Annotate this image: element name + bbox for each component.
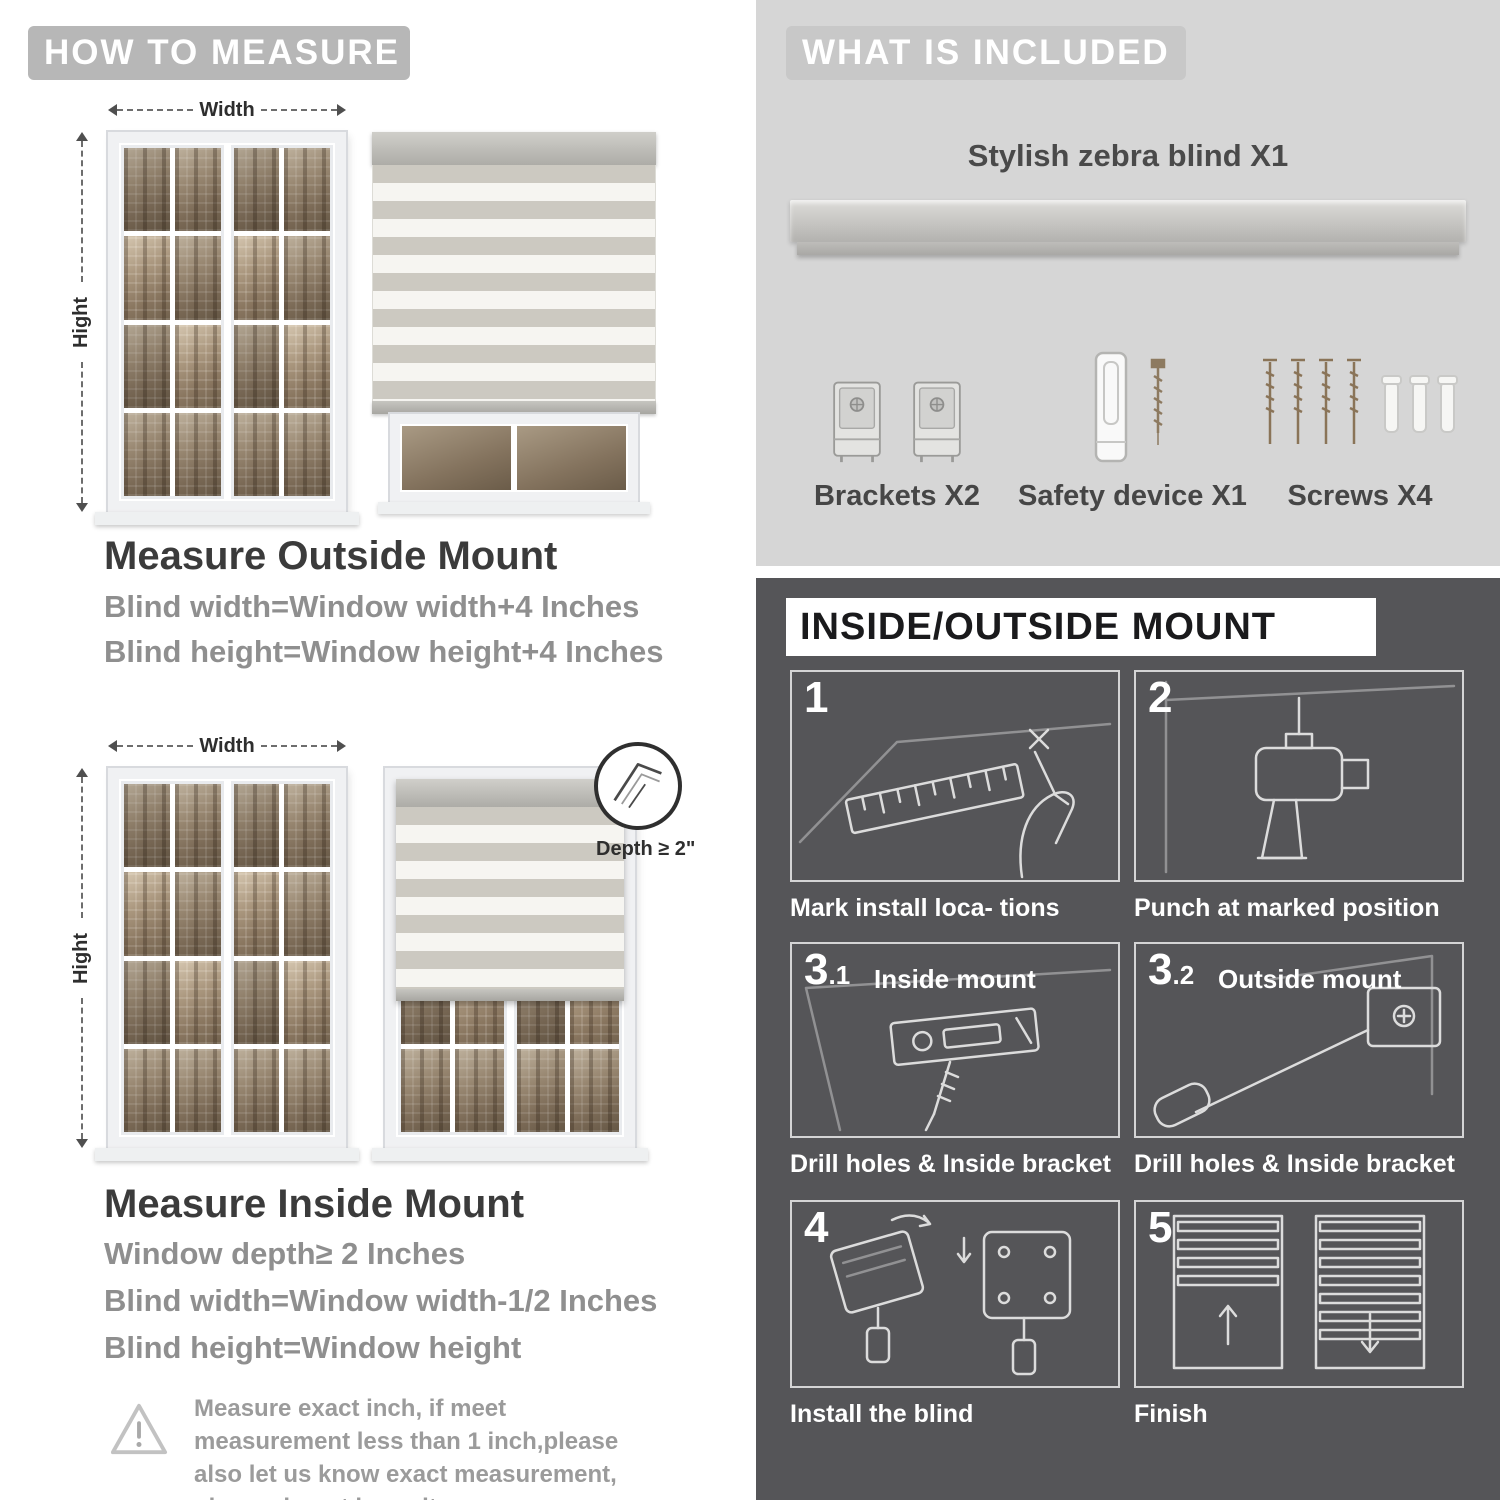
outside-bracket-illustration xyxy=(1153,954,1442,1128)
inside-outside-mount-panel: INSIDE/OUTSIDE MOUNT 1 Mark install xyxy=(756,578,1500,1500)
step-number: 2 xyxy=(1148,673,1173,722)
blind-headrail xyxy=(396,779,624,807)
install-blind-illustration xyxy=(829,1214,1072,1376)
included-item-screws: Screws X4 xyxy=(1254,330,1466,513)
step-3-2-panel: 3.2 Outside mount xyxy=(1134,942,1464,1138)
included-item-brackets: Brackets X2 xyxy=(792,330,1002,513)
step-5-caption: Finish xyxy=(1134,1400,1208,1428)
step-1-caption: Mark install loca- tions xyxy=(790,894,1060,922)
mount-title: INSIDE/OUTSIDE MOUNT xyxy=(800,605,1277,648)
inside-bracket-illustration xyxy=(804,968,1112,1132)
zebra-stripes xyxy=(396,807,624,989)
brackets-label: Brackets X2 xyxy=(813,480,981,512)
height-arrow: Hight xyxy=(71,132,93,512)
mark-locations-illustration xyxy=(798,722,1112,879)
step-1: 1 Mark install loca- tions xyxy=(790,670,1120,923)
screws-icon xyxy=(1263,358,1458,444)
window-sill xyxy=(372,1148,648,1161)
what-is-included-title: WHAT IS INCLUDED xyxy=(802,33,1170,72)
height-label: Hight xyxy=(70,296,93,348)
zebra-stripes xyxy=(372,165,656,401)
step-number: 3.2 xyxy=(1148,945,1195,994)
step-2: 2 Punch at marked position xyxy=(1134,670,1464,923)
width-arrow: Width xyxy=(108,99,347,121)
blind-headrail xyxy=(372,132,656,165)
what-is-included-panel: WHAT IS INCLUDED Stylish zebra blind X1 xyxy=(756,0,1500,566)
how-to-measure-title: HOW TO MEASURE xyxy=(44,33,400,72)
step-4: 4 Install the blind xyxy=(790,1200,1120,1429)
inside-formula-depth: Window depth≥ 2 Inches xyxy=(104,1236,466,1271)
step-3-2: 3.2 Outside mount Drill holes & Inside b… xyxy=(1134,942,1464,1179)
warning-triangle-icon xyxy=(110,1403,168,1455)
safety-device-icon xyxy=(1094,351,1165,463)
bracket-icon xyxy=(833,381,881,463)
height-label: Hight xyxy=(70,932,93,984)
window-sill xyxy=(95,1148,359,1161)
window-sash xyxy=(230,781,333,1135)
window-frame xyxy=(383,766,637,1150)
warning-text: Measure exact inch, if meet measurement … xyxy=(194,1395,619,1500)
window-sash xyxy=(121,145,224,499)
blind-bottomrail xyxy=(372,401,656,414)
step-badge: Inside mount xyxy=(874,964,1036,994)
step-3-1-caption: Drill holes & Inside bracket xyxy=(790,1150,1111,1178)
outside-mount-blind-illustration xyxy=(372,132,656,514)
step-3-2-caption: Drill holes & Inside bracket xyxy=(1134,1150,1455,1178)
blind-valance-edge xyxy=(797,242,1459,255)
product-label: Stylish zebra blind X1 xyxy=(967,138,1289,173)
step-2-caption: Punch at marked position xyxy=(1134,894,1440,922)
step-number: 5 xyxy=(1148,1203,1173,1252)
inside-formula-height: Blind height=Window height xyxy=(104,1330,522,1365)
window-illustration-outside xyxy=(95,130,359,525)
width-label: Width xyxy=(199,98,255,121)
step-3-1-panel: 3.1 Inside mount xyxy=(790,942,1120,1138)
window-sill xyxy=(95,512,359,525)
what-is-included-header: WHAT IS INCLUDED xyxy=(786,26,1186,80)
step-5: 5 xyxy=(1134,1200,1464,1429)
drill-illustration xyxy=(1164,680,1456,874)
window-illustration-inside xyxy=(95,766,359,1161)
step-3-1: 3.1 Inside mount Drill holes & Inside br… xyxy=(790,942,1120,1179)
outside-formula-height: Blind height=Window height+4 Inches xyxy=(104,634,664,669)
width-label: Width xyxy=(199,734,255,757)
outside-mount-title: Measure Outside Mount xyxy=(104,534,558,578)
step-2-panel: 2 xyxy=(1134,670,1464,882)
window-sill xyxy=(378,502,650,514)
inside-formula-width: Blind width=Window width-1/2 Inches xyxy=(104,1283,658,1318)
how-to-measure-panel: HOW TO MEASURE Width Hight xyxy=(0,0,744,1500)
blind-cassette xyxy=(790,200,1466,242)
depth-note: Depth ≥ 2" xyxy=(596,838,696,860)
measure-warning: Measure exact inch, if meet measurement … xyxy=(108,1392,674,1500)
window-peek xyxy=(388,412,640,504)
screws-label: Screws X4 xyxy=(1287,480,1433,512)
how-to-measure-header: HOW TO MEASURE xyxy=(28,26,410,80)
included-item-safety-device: Safety device X1 xyxy=(1018,330,1247,513)
bracket-icon xyxy=(913,381,961,463)
inside-mount-blind-illustration xyxy=(372,766,648,1161)
step-badge: Outside mount xyxy=(1218,964,1402,994)
width-arrow: Width xyxy=(108,735,347,757)
frame-corner-icon xyxy=(613,763,662,809)
step-number: 1 xyxy=(804,673,829,722)
safety-device-label: Safety device X1 xyxy=(1018,480,1247,512)
step-number: 3.1 xyxy=(804,945,851,994)
finish-illustration xyxy=(1172,1214,1426,1370)
step-4-caption: Install the blind xyxy=(790,1400,974,1428)
height-arrow: Hight xyxy=(71,768,93,1148)
inside-blind-overlay xyxy=(396,779,624,1001)
outside-formula-width: Blind width=Window width+4 Inches xyxy=(104,589,640,624)
window-frame xyxy=(106,766,348,1150)
inside-mount-title: Measure Inside Mount xyxy=(104,1182,525,1226)
zebra-blind-product-image xyxy=(790,200,1466,255)
depth-callout-circle xyxy=(594,742,682,830)
window-sash xyxy=(230,145,333,499)
step-4-panel: 4 xyxy=(790,1200,1120,1388)
mount-header: INSIDE/OUTSIDE MOUNT xyxy=(786,598,1376,656)
step-5-panel: 5 xyxy=(1134,1200,1464,1388)
window-frame xyxy=(106,130,348,514)
blind-bottomrail xyxy=(396,989,624,1001)
window-sash xyxy=(121,781,224,1135)
step-number: 4 xyxy=(804,1203,829,1252)
step-1-panel: 1 xyxy=(790,670,1120,882)
